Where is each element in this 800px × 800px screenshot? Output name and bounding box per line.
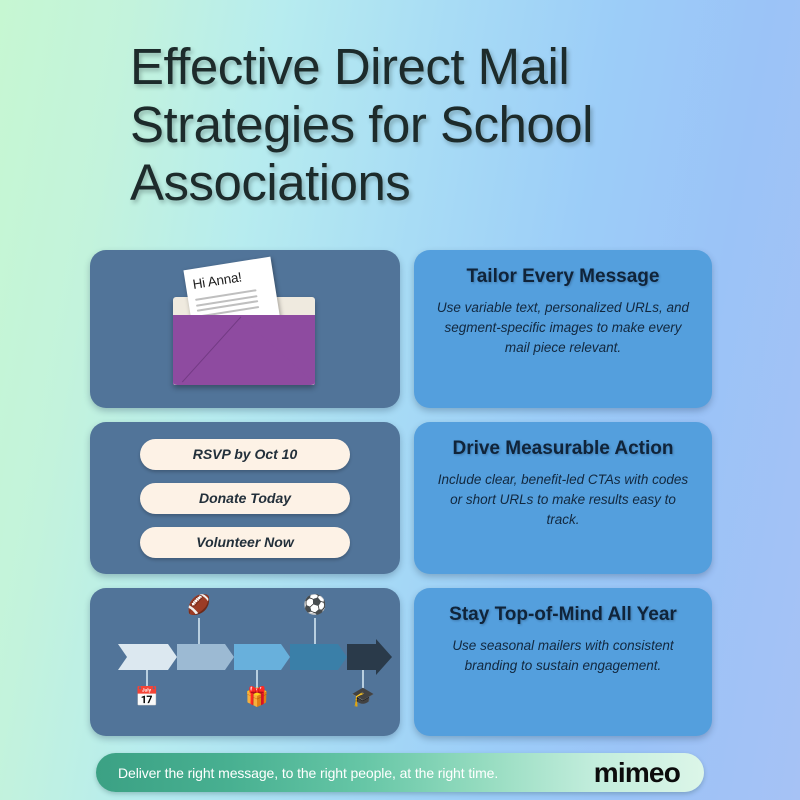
card-body: Use seasonal mailers with consistent bra…: [452, 638, 674, 673]
timeline-arrow: [118, 639, 392, 675]
gift-icon: 🎁: [245, 687, 269, 708]
illustration-panel-envelope: Hi Anna!: [90, 250, 400, 408]
card-title: Tailor Every Message: [466, 266, 660, 287]
timeline-segment-1: [118, 644, 177, 670]
timeline-connector: [256, 670, 258, 694]
timeline-segment-5-arrowhead: [347, 639, 392, 675]
row-stay-top-of-mind: 📅 🏈 🎁 ⚽ 🎓 Stay Top-of-Mind All Year Use …: [90, 588, 712, 736]
page-title-wrap: Effective Direct Mail Strategies for Sch…: [130, 38, 690, 212]
timeline-segment-3: [233, 644, 291, 670]
cta-button-volunteer[interactable]: Volunteer Now: [140, 526, 350, 558]
cta-button-donate[interactable]: Donate Today: [140, 482, 350, 514]
card-body: Use variable text, personalized URLs, an…: [436, 300, 690, 355]
content-rows: Hi Anna! Tailor Every Message Use variab…: [90, 250, 712, 736]
card-tailor-every-message: Tailor Every Message Use variable text, …: [414, 250, 712, 408]
card-stay-top-of-mind: Stay Top-of-Mind All Year Use seasonal m…: [414, 588, 712, 736]
card-title: Drive Measurable Action: [452, 438, 674, 459]
page-title: Effective Direct Mail Strategies for Sch…: [130, 38, 593, 211]
card-title: Stay Top-of-Mind All Year: [449, 604, 677, 625]
timeline-connector: [314, 618, 316, 646]
timeline-connector: [146, 670, 148, 694]
cta-button-rsvp[interactable]: RSVP by Oct 10: [140, 438, 350, 470]
envelope-body: [173, 315, 315, 385]
footer-tagline: Deliver the right message, to the right …: [118, 764, 499, 781]
football-icon: 🏈: [187, 595, 211, 616]
cta-button-stack: RSVP by Oct 10 Donate Today Volunteer No…: [90, 422, 400, 574]
row-drive-measurable-action: RSVP by Oct 10 Donate Today Volunteer No…: [90, 422, 712, 574]
envelope-illustration: Hi Anna!: [155, 256, 335, 395]
row-tailor-every-message: Hi Anna! Tailor Every Message Use variab…: [90, 250, 712, 408]
card-body: Include clear, benefit-led CTAs with cod…: [437, 472, 689, 527]
seasonal-timeline: 📅 🏈 🎁 ⚽ 🎓: [90, 588, 400, 736]
illustration-panel-ctas: RSVP by Oct 10 Donate Today Volunteer No…: [90, 422, 400, 574]
footer-banner: Deliver the right message, to the right …: [96, 753, 704, 792]
timeline-segment-2: [176, 644, 234, 670]
timeline-segment-4: [290, 644, 348, 670]
timeline-connector: [362, 670, 364, 694]
soccer-ball-icon: ⚽: [303, 595, 327, 616]
illustration-panel-timeline: 📅 🏈 🎁 ⚽ 🎓: [90, 588, 400, 736]
card-drive-measurable-action: Drive Measurable Action Include clear, b…: [414, 422, 712, 574]
letter-greeting: Hi Anna!: [191, 269, 243, 292]
timeline-connector: [198, 618, 200, 646]
calendar-icon: 📅: [135, 687, 159, 708]
mimeo-logo: mimeo: [593, 756, 681, 788]
graduation-cap-icon: 🎓: [351, 687, 375, 708]
